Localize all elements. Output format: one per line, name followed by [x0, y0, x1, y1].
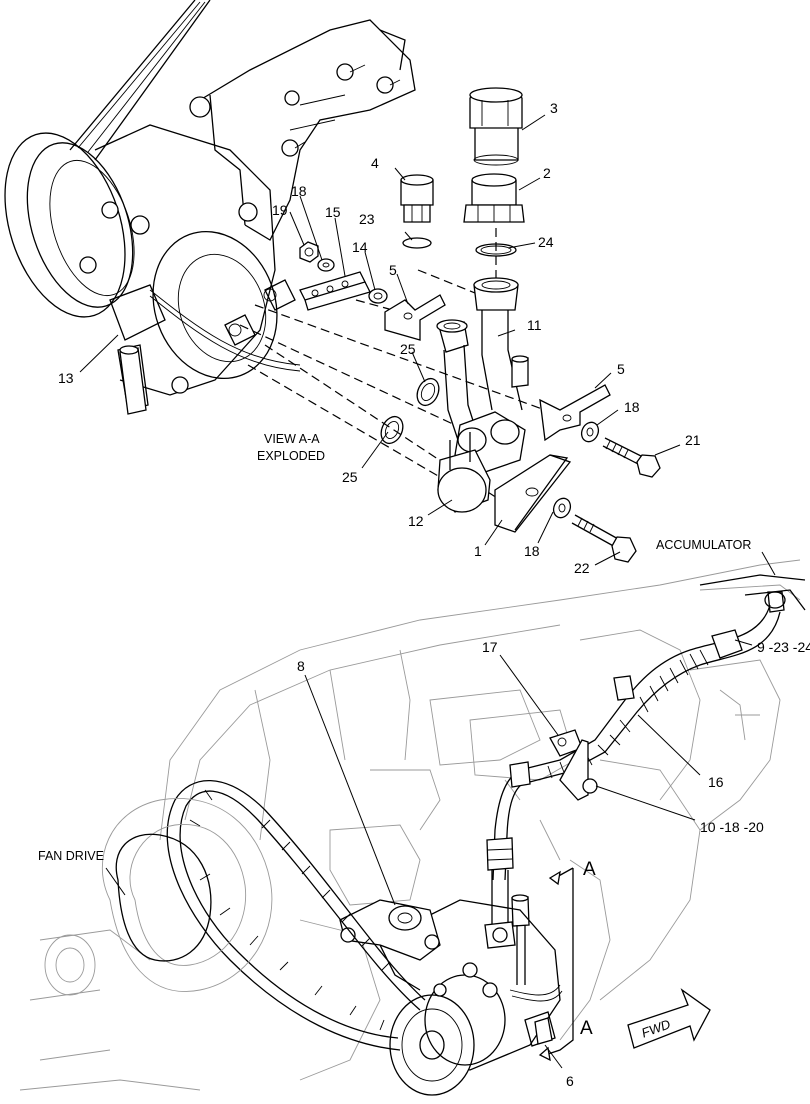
part-24-oring [475, 243, 517, 257]
part-18-washer-c [552, 497, 572, 519]
part-5-clip-upper [384, 294, 446, 341]
fwd-arrow [627, 988, 711, 1049]
part-2-fitting [463, 173, 525, 223]
callout-1: 1 [474, 543, 482, 559]
fan-drive-label: FAN DRIVE [38, 849, 104, 863]
installation-view: A A FWD ACCUMULATOR FAN DRIVE 8 17 9 -23… [19, 538, 810, 1096]
callout-25-b: 25 [342, 469, 358, 485]
part-8-bracket [339, 899, 441, 991]
compressor-upper [4, 124, 301, 411]
callout-6: 6 [566, 1073, 574, 1089]
callout-10: 10 -18 -20 [700, 819, 764, 835]
part-21-bolt [602, 437, 661, 478]
callout-13: 13 [58, 370, 74, 386]
part-18-washer-a [317, 258, 335, 272]
part-14-washer [368, 288, 388, 304]
part-15-strip [299, 271, 371, 311]
callout-8: 8 [297, 658, 305, 674]
compressor-lines [484, 761, 531, 985]
callout-17: 17 [482, 639, 498, 655]
accumulator [699, 574, 806, 613]
callout-3: 3 [550, 100, 558, 116]
callout-19: 19 [272, 202, 288, 218]
exploded-view: VIEW A-A EXPLODED [4, 0, 701, 576]
part-11-elbow [436, 277, 529, 473]
callout-15: 15 [325, 204, 341, 220]
callout-2: 2 [543, 165, 551, 181]
drive-belt-upper [69, 0, 211, 161]
view-title-line1: VIEW A-A [264, 432, 320, 446]
part-18-washer-b [580, 421, 600, 443]
view-title-line2: EXPLODED [257, 449, 325, 463]
part-6-fitting [534, 1017, 553, 1045]
callout-18-b: 18 [624, 399, 640, 415]
part-22-bolt [571, 514, 637, 563]
part-13-sensor [119, 345, 147, 415]
callout-9: 9 -23 -24 [757, 639, 810, 655]
part-19-nut [299, 241, 319, 263]
callout-5-b: 5 [617, 361, 625, 377]
leader-lines-upper [79, 114, 681, 566]
section-label-a-bottom: A [580, 1018, 593, 1039]
callout-5-a: 5 [389, 262, 397, 278]
assembly-dash-lines [239, 228, 546, 501]
callout-12: 12 [408, 513, 424, 529]
callout-22: 22 [574, 560, 590, 576]
engine-ghost-outline [19, 559, 801, 1091]
callout-25-a: 25 [400, 341, 416, 357]
callout-24: 24 [538, 234, 554, 250]
callout-18-a: 18 [291, 183, 307, 199]
leader-lines-lower [105, 551, 776, 1069]
callout-4: 4 [371, 155, 379, 171]
part-1-plate [494, 454, 572, 533]
section-label-a-top: A [583, 859, 596, 880]
accumulator-label: ACCUMULATOR [656, 538, 751, 552]
fan-drive [44, 798, 273, 996]
callout-14: 14 [352, 239, 368, 255]
hose-assembly-9 [519, 604, 781, 785]
part-3-cap [469, 87, 523, 166]
part-25-oring-b [380, 415, 404, 445]
drive-belt-lower [166, 779, 426, 1051]
callout-21: 21 [685, 432, 701, 448]
part-23-oring [402, 237, 432, 249]
part-4-plug [400, 174, 434, 223]
mounting-bracket [189, 19, 416, 241]
callout-16: 16 [708, 774, 724, 790]
callout-23: 23 [359, 211, 375, 227]
part-5-clip-lower [539, 384, 611, 442]
callout-11: 11 [527, 317, 542, 333]
part-10-bracket [559, 739, 598, 801]
callout-18-c: 18 [524, 543, 540, 559]
compressor-lower [389, 899, 563, 1096]
part-25-oring-a [416, 377, 440, 407]
section-marker-aa [538, 867, 574, 1062]
